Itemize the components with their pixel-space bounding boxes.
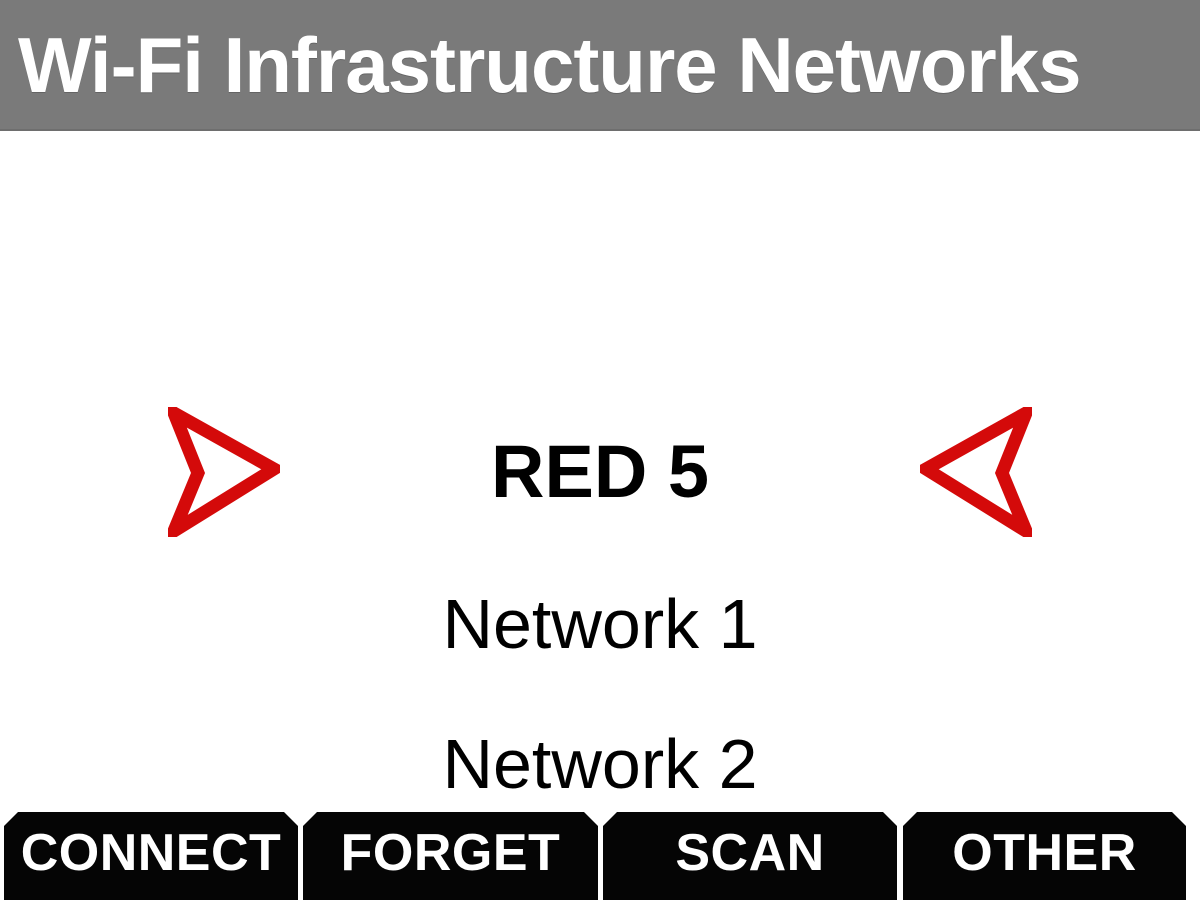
connect-button[interactable]: CONNECT: [4, 812, 298, 900]
list-item[interactable]: Network 1: [442, 585, 758, 663]
selected-network-label: RED 5: [491, 430, 709, 513]
title-bar: Wi-Fi Infrastructure Networks: [0, 0, 1200, 131]
scan-button[interactable]: SCAN: [603, 812, 897, 900]
arrow-right-outline-icon[interactable]: [168, 407, 280, 537]
other-button[interactable]: OTHER: [903, 812, 1186, 900]
arrow-left-outline-icon[interactable]: [920, 407, 1032, 537]
selected-network-row[interactable]: RED 5: [0, 407, 1200, 537]
network-list: RED 5 Network 1 Network 2: [0, 131, 1200, 812]
forget-button[interactable]: FORGET: [303, 812, 598, 900]
bottom-button-bar: CONNECT FORGET SCAN OTHER: [0, 812, 1200, 900]
page-title: Wi-Fi Infrastructure Networks: [18, 20, 1081, 109]
list-item[interactable]: Network 2: [442, 725, 758, 803]
